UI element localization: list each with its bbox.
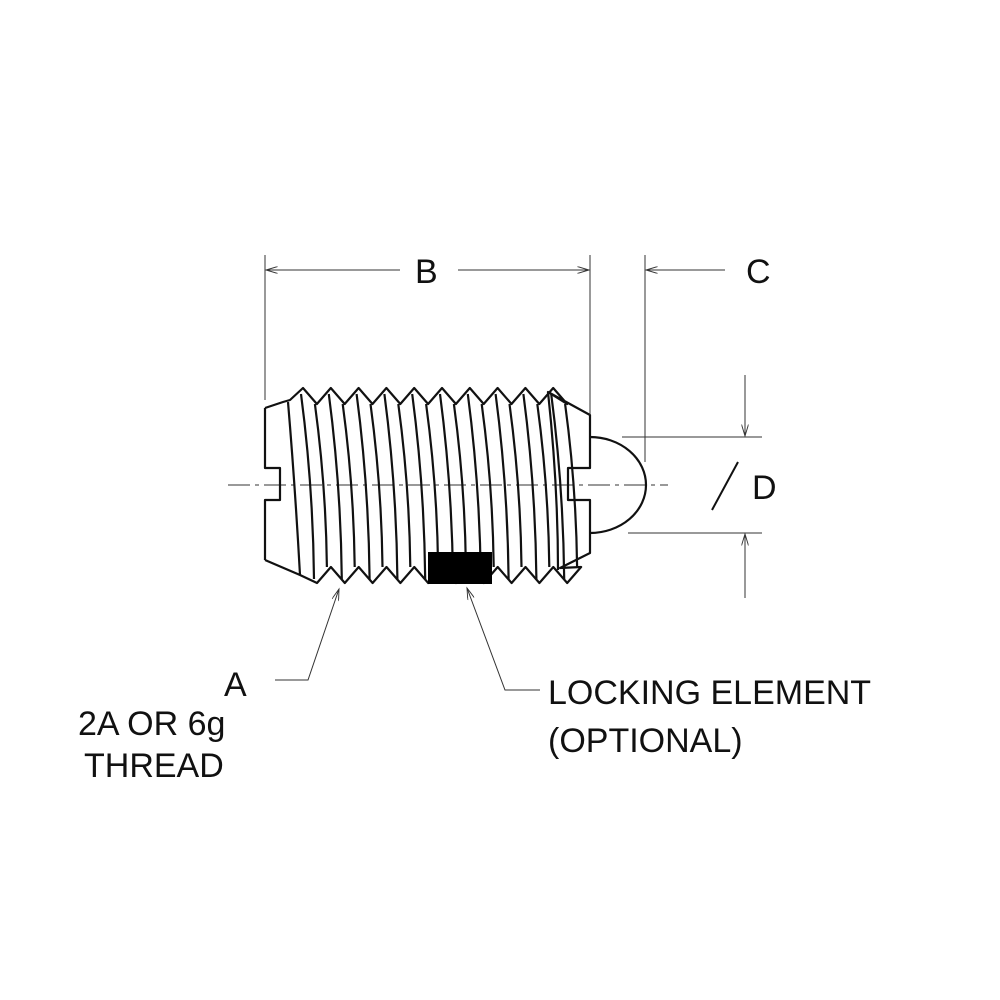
thread-flank (564, 403, 579, 568)
thread-flank (522, 393, 538, 580)
thread-flank (494, 393, 510, 580)
threaded-body (263, 386, 592, 585)
right-slot (566, 437, 592, 533)
thread-flank (369, 403, 384, 568)
thread-flank (383, 393, 399, 580)
thread-flank (508, 403, 523, 568)
thread-flank (397, 403, 412, 568)
locking-leader (467, 588, 540, 691)
thread-flank (536, 403, 551, 568)
thread-flank (425, 403, 440, 568)
thread-flank (550, 393, 566, 580)
thread-leader (275, 589, 339, 681)
thread-flank (313, 403, 328, 568)
dimension-c (645, 255, 725, 462)
thread-flank (327, 393, 343, 580)
thread-flank (480, 403, 495, 568)
locking-callout-title: LOCKING ELEMENT (548, 674, 872, 712)
top-thread-profile (264, 386, 592, 437)
dimension-b-label: B (415, 253, 438, 291)
dimension-c-label: C (746, 253, 771, 291)
thread-flank (286, 401, 302, 576)
thread-flank (411, 393, 427, 580)
thread-flank (341, 403, 356, 568)
thread-flank (452, 403, 467, 568)
dimension-b (265, 255, 590, 415)
thread-callout-letter: A (224, 666, 247, 704)
thread-flank (299, 393, 316, 580)
locking-element (428, 552, 492, 584)
locking-callout-note: (OPTIONAL) (548, 722, 743, 760)
dimension-d-label: D (752, 469, 777, 507)
dimension-d (622, 375, 762, 598)
thread-flank (438, 393, 455, 580)
ball-plunger (589, 435, 648, 535)
left-slot (263, 408, 282, 560)
thread-callout-class: 2A OR 6g (78, 705, 226, 743)
thread-callout-type: THREAD (84, 747, 224, 785)
thread-flank (546, 391, 560, 571)
thread-flank (466, 393, 482, 580)
thread-flank (355, 393, 371, 580)
